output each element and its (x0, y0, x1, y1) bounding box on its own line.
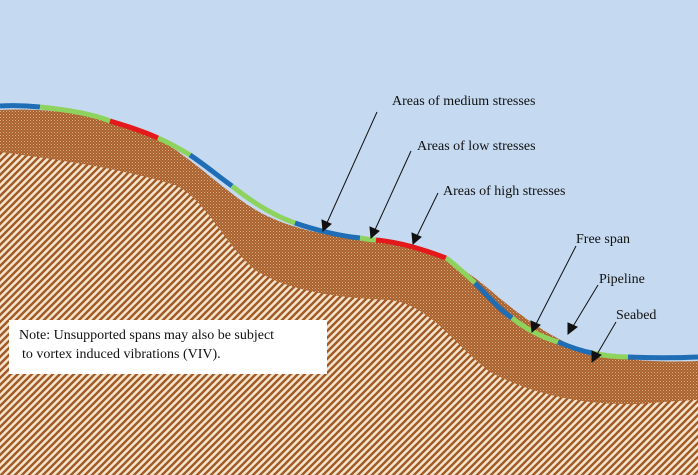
arrow-high-line (415, 192, 439, 239)
pipe-low-segment (444, 255, 477, 285)
seabed-soil (0, 152, 698, 475)
pipe-low-segment (157, 135, 192, 158)
pipe-high-segment (375, 237, 447, 261)
note-line-2: to vortex induced vibrations (VIV). (22, 347, 221, 362)
arrow-low-head (369, 226, 380, 240)
note-line-1: Note: Unsupported spans may also be subj… (19, 328, 275, 343)
pipe-high-segment (109, 118, 160, 141)
arrow-pipeline-line (571, 284, 599, 329)
pipe-medium-segment (294, 220, 361, 241)
pipe-medium-segment (627, 354, 698, 361)
label-free-span: Free span (576, 232, 630, 247)
label-medium-stresses: Areas of medium stresses (392, 94, 535, 109)
label-low-stresses: Areas of low stresses (417, 139, 536, 154)
pipe-low-segment (39, 104, 111, 124)
pipe-medium-segment (0, 103, 41, 110)
label-high-stresses: Areas of high stresses (443, 184, 565, 199)
arrow-high-head (411, 232, 422, 246)
pipe-low-segment (230, 184, 296, 226)
pipeline (0, 103, 698, 361)
label-seabed: Seabed (616, 308, 656, 323)
annotation-arrows (321, 111, 617, 364)
note-box: Note: Unsupported spans may also be subj… (9, 320, 327, 374)
arrow-seabed-head (591, 350, 602, 364)
label-pipeline: Pipeline (599, 272, 645, 287)
arrow-freespan-head (530, 320, 541, 334)
arrow-low-line (373, 150, 412, 233)
pipe-medium-segment (188, 152, 234, 189)
arrow-medium-line (325, 111, 378, 226)
pipe-medium-segment (557, 339, 593, 356)
arrow-seabed-line (595, 321, 617, 357)
pipe-medium-segment (473, 281, 514, 321)
arrow-freespan-line (534, 245, 577, 327)
pipe-low-segment (510, 316, 559, 345)
pipe-low-segment (359, 235, 377, 243)
arrow-medium-head (321, 219, 332, 233)
arrow-pipeline-head (567, 322, 578, 336)
